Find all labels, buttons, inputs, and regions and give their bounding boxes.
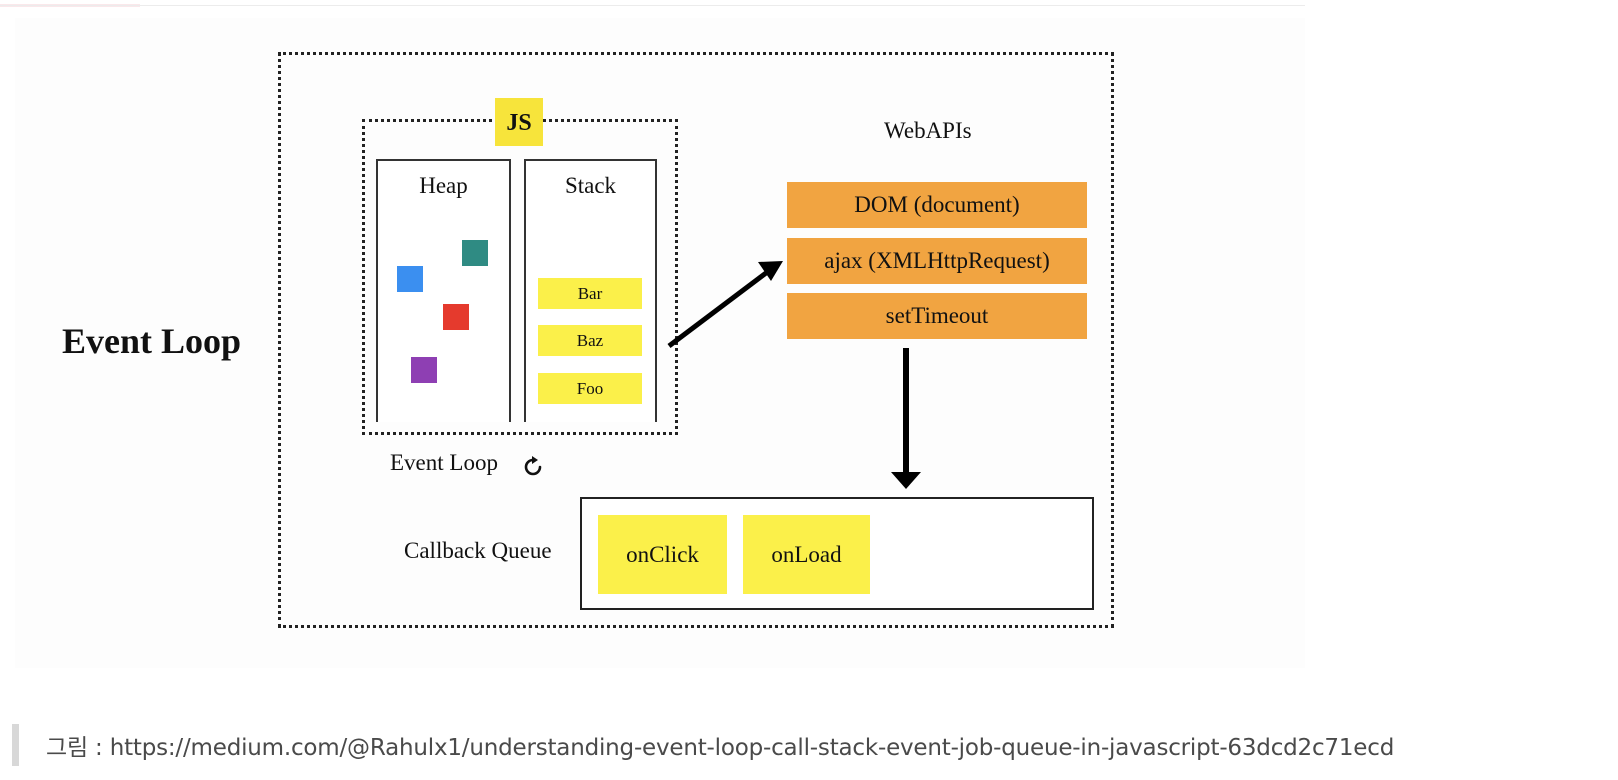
heap-object-purple bbox=[411, 357, 437, 383]
heap-object-teal bbox=[462, 240, 488, 266]
callback-queue-label: Callback Queue bbox=[404, 538, 552, 563]
callback-onload: onLoad bbox=[743, 515, 870, 594]
webapi-to-queue-arrowhead bbox=[891, 472, 921, 489]
heap-object-blue bbox=[397, 266, 423, 292]
stack-frame-bar: Bar bbox=[538, 278, 642, 309]
runtime-boundary bbox=[278, 52, 1114, 628]
callback-onclick: onClick bbox=[598, 515, 727, 594]
refresh-icon bbox=[524, 456, 542, 476]
heap-object-red bbox=[443, 304, 469, 330]
stack-frame-baz: Baz bbox=[538, 325, 642, 356]
js-badge: JS bbox=[495, 98, 543, 146]
stack-label: Stack bbox=[564, 173, 617, 198]
webapis-label: WebAPIs bbox=[884, 118, 972, 143]
caption-quote-bar bbox=[12, 724, 19, 766]
figure-caption: 그림 : https://medium.com/@Rahulx1/underst… bbox=[12, 724, 1394, 766]
webapi-settimeout: setTimeout bbox=[787, 293, 1087, 339]
diagram-title: Event Loop bbox=[62, 321, 242, 361]
event-loop-label: Event Loop bbox=[390, 450, 498, 475]
stack-frame-foo: Foo bbox=[538, 373, 642, 404]
webapi-ajax: ajax (XMLHttpRequest) bbox=[787, 238, 1087, 284]
stack-to-webapi-arrowhead bbox=[758, 261, 783, 281]
caption-text: 그림 : https://medium.com/@Rahulx1/underst… bbox=[46, 735, 1395, 761]
stack-to-webapi-arrow bbox=[667, 271, 768, 348]
webapi-dom: DOM (document) bbox=[787, 182, 1087, 228]
top-divider bbox=[0, 5, 1305, 6]
heap-label: Heap bbox=[419, 173, 468, 198]
